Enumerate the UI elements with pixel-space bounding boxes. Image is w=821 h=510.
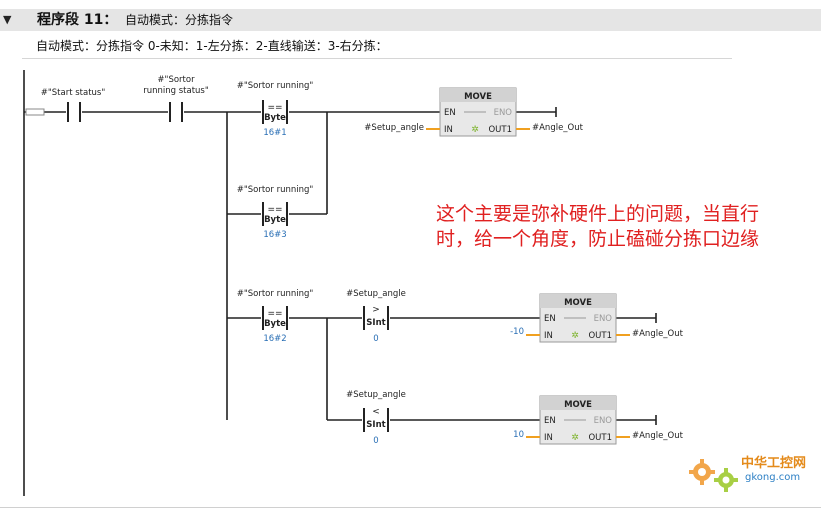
sparkle-icon: ✲ (571, 331, 579, 341)
move-title: MOVE (564, 298, 592, 308)
contact-sortor-running-status[interactable]: #"Sortor running status" (143, 75, 209, 124)
move-in: IN (444, 125, 453, 135)
move-block[interactable]: MOVE EN ENO IN ✲ OUT1 (439, 87, 517, 137)
compare-contact[interactable]: #Setup_angle < SInt 0 (346, 390, 406, 446)
segment-comment[interactable]: 自动模式：分拣指令 0-未知：1-左分拣：2-直线输送：3-右分拣： (36, 39, 388, 53)
move-title: MOVE (564, 400, 592, 410)
segment-title: 程序段 11： (37, 12, 118, 28)
move-out: OUT1 (588, 433, 612, 443)
compare-operator: == (267, 309, 282, 319)
segment-header[interactable]: ▼ 程序段 11： 自动模式：分拣指令 (0, 9, 821, 31)
move-out: OUT1 (588, 331, 612, 341)
triangle-down-icon[interactable]: ▼ (3, 13, 12, 26)
move-eno: ENO (494, 108, 513, 118)
move-in-value[interactable]: #Setup_angle (364, 123, 424, 133)
compare-value[interactable]: 16#2 (263, 334, 286, 344)
move-out-value[interactable]: #Angle_Out (632, 431, 684, 441)
compare-tag[interactable]: #Setup_angle (346, 289, 406, 299)
compare-contact[interactable]: #Setup_angle > SInt 0 (346, 289, 406, 344)
watermark-title: 中华工控网 (741, 456, 807, 471)
compare-type: SInt (366, 318, 385, 328)
contact-start-status[interactable]: #"Start status" (41, 88, 106, 124)
watermark (686, 452, 821, 494)
compare-value[interactable]: 0 (373, 436, 378, 446)
contact-sortor-status-label1[interactable]: #"Sortor (157, 75, 195, 85)
move-en: EN (444, 108, 456, 118)
compare-value[interactable]: 0 (373, 334, 378, 344)
compare-operator: == (267, 205, 282, 215)
compare-contact[interactable]: #"Sortor running" == Byte 16#3 (237, 185, 314, 240)
move-out-value[interactable]: #Angle_Out (632, 329, 684, 339)
compare-type: Byte (264, 113, 286, 123)
move-in: IN (544, 331, 553, 341)
gear-logo-icon (689, 459, 738, 492)
move-en: EN (544, 314, 556, 324)
move-en: EN (544, 416, 556, 426)
compare-value[interactable]: 16#3 (263, 230, 286, 240)
move-in-value[interactable]: -10 (510, 327, 524, 337)
sparkle-icon: ✲ (471, 125, 479, 135)
move-in-value[interactable]: 10 (513, 430, 524, 440)
compare-tag[interactable]: #"Sortor running" (237, 185, 314, 195)
compare-tag[interactable]: #Setup_angle (346, 390, 406, 400)
compare-type: Byte (264, 215, 286, 225)
move-out-value[interactable]: #Angle_Out (532, 123, 584, 133)
compare-type: SInt (366, 420, 385, 430)
move-in: IN (544, 433, 553, 443)
bottom-divider (0, 507, 821, 508)
move-eno: ENO (594, 314, 613, 324)
rung-start-marker[interactable] (25, 108, 45, 116)
contact-start-status-label[interactable]: #"Start status" (41, 88, 106, 98)
compare-operator: == (267, 103, 282, 113)
compare-contact[interactable]: #"Sortor running" == Byte 16#2 (237, 289, 314, 344)
move-block[interactable]: MOVE EN ENO IN ✲ OUT1 (539, 395, 617, 445)
compare-value[interactable]: 16#1 (263, 128, 286, 138)
compare-operator: < (372, 407, 380, 417)
annotation-text: 这个主要是弥补硬件上的问题，当直行时，给一个角度，防止磕碰分拣口边缘 (436, 203, 760, 250)
move-eno: ENO (594, 416, 613, 426)
move-out: OUT1 (488, 125, 512, 135)
segment-subtitle[interactable]: 自动模式：分拣指令 (125, 13, 234, 27)
sparkle-icon: ✲ (571, 433, 579, 443)
compare-type: Byte (264, 319, 286, 329)
compare-operator: > (372, 305, 380, 315)
compare-tag[interactable]: #"Sortor running" (237, 289, 314, 299)
move-title: MOVE (464, 92, 492, 102)
compare-contact[interactable]: #"Sortor running" == Byte 16#1 (237, 81, 314, 138)
compare-tag[interactable]: #"Sortor running" (237, 81, 314, 91)
watermark-url: gkong.com (745, 472, 801, 483)
move-block[interactable]: MOVE EN ENO IN ✲ OUT1 (539, 293, 617, 343)
comment-divider (22, 58, 732, 59)
contact-sortor-status-label2[interactable]: running status" (143, 86, 209, 96)
